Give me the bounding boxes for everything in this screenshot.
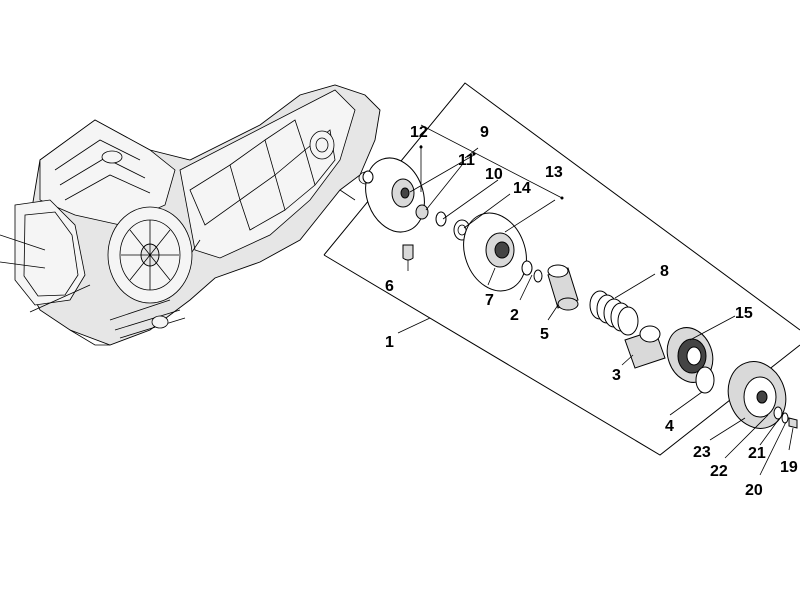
engine-casing (0, 84, 381, 346)
spring (589, 290, 639, 336)
seal (521, 260, 533, 276)
callout-2: 2 (510, 307, 519, 324)
nut (788, 417, 798, 429)
callout-12: 12 (410, 124, 428, 141)
callouts: 1 2 3 4 5 6 7 8 9 10 11 12 13 14 15 19 2… (385, 124, 798, 499)
callout-1: 1 (385, 334, 394, 351)
callout-23: 23 (693, 444, 711, 461)
callout-14: 14 (513, 180, 531, 197)
callout-6: 6 (385, 278, 394, 295)
callout-19: 19 (780, 459, 798, 476)
washer (773, 406, 783, 420)
o-ring (435, 211, 447, 227)
leader-lines (397, 124, 794, 476)
callout-22: 22 (710, 463, 728, 480)
callout-15: 15 (735, 305, 753, 322)
roller (402, 244, 414, 261)
callout-11: 11 (458, 152, 475, 169)
callout-10: 10 (485, 166, 503, 183)
callout-4: 4 (665, 418, 674, 435)
callout-3: 3 (612, 367, 621, 384)
callout-9: 9 (480, 124, 489, 141)
callout-13: 13 (545, 164, 563, 181)
parts (362, 157, 798, 429)
callout-21: 21 (748, 445, 766, 462)
callout-8: 8 (660, 263, 669, 280)
callout-20: 20 (745, 482, 763, 499)
callout-5: 5 (540, 326, 549, 343)
spring-washer (781, 412, 789, 424)
callout-7: 7 (485, 292, 494, 309)
bushing (415, 204, 429, 220)
circlip (695, 366, 715, 394)
